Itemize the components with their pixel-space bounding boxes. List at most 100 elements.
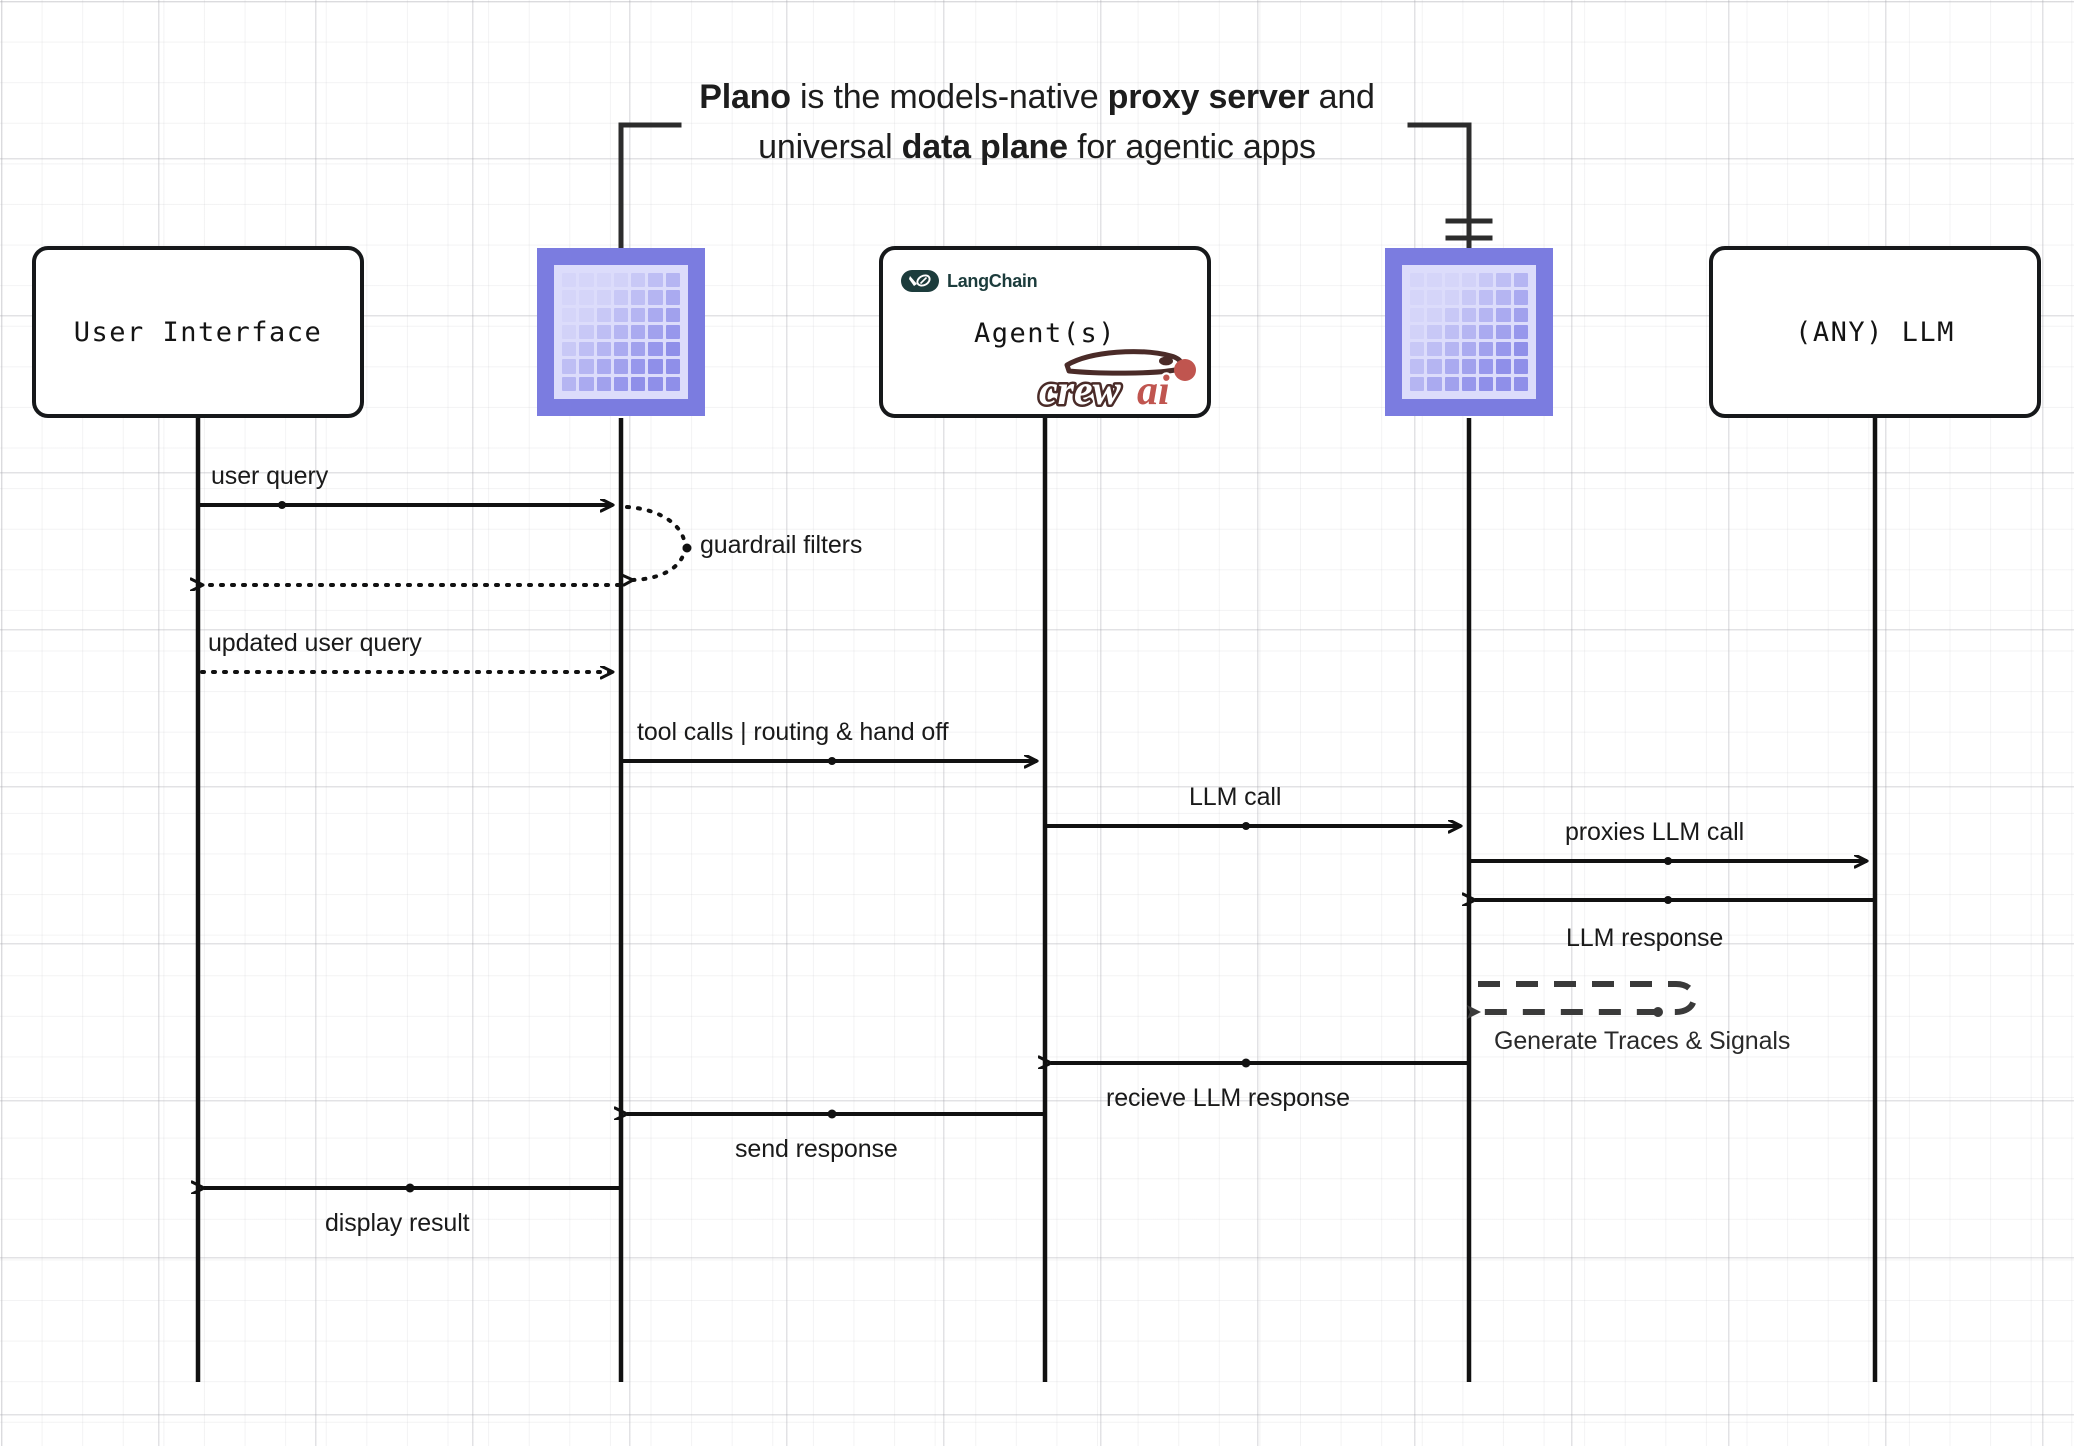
plano-glyph-cell (648, 273, 663, 288)
plano-glyph-cell (1427, 307, 1442, 322)
plano-glyph-cell (1444, 273, 1459, 288)
plano-glyph-cell (1496, 342, 1511, 357)
plano-glyph-cell (1513, 342, 1528, 357)
plano-glyph-cell (631, 273, 646, 288)
plano-glyph-cell (562, 376, 577, 391)
plano-glyph-cell (1427, 376, 1442, 391)
message-arrow-llm-call (1047, 822, 1461, 830)
plano-glyph-cell (648, 359, 663, 374)
plano-glyph-cell (613, 342, 629, 357)
plano-glyph-cell (562, 290, 577, 305)
langchain-parrot-icon (909, 274, 931, 287)
plano-glyph-cell (1410, 273, 1425, 288)
message-arrow-send-response (627, 1110, 1043, 1119)
plano-glyph-cell (1410, 359, 1425, 374)
plano-glyph-cell (1444, 324, 1459, 340)
plano-glyph-cell (1479, 342, 1494, 357)
message-label-generate-traces: Generate Traces & Signals (1494, 1027, 1791, 1055)
plano-glyph-cell (631, 359, 646, 374)
plano-glyph-cell (596, 359, 611, 374)
message-label-proxies-llm-call: proxies LLM call (1565, 818, 1745, 846)
plano-glyph-cell (648, 376, 663, 391)
message-label-user-query: user query (211, 462, 329, 490)
diagram-title: Plano is the models-native proxy server … (0, 72, 2074, 172)
plano-glyph-grid (1410, 273, 1528, 391)
plano-glyph-cell (631, 307, 646, 322)
plano-glyph-cell (579, 290, 594, 305)
plano-glyph-cell (613, 376, 629, 391)
plano-glyph-grid (562, 273, 680, 391)
plano-glyph-cell (1427, 342, 1442, 357)
plano-glyph-cell (1479, 273, 1494, 288)
plano-glyph-cell (1427, 290, 1442, 305)
participant-label-user-interface: User Interface (73, 316, 323, 348)
plano-glyph-cell (1496, 273, 1511, 288)
plano-glyph-cell (562, 324, 577, 340)
message-label-updated-user-query: updated user query (208, 629, 422, 657)
plano-glyph-cell (562, 307, 577, 322)
svg-text:ai: ai (1137, 368, 1170, 414)
plano-glyph-cell (613, 359, 629, 374)
plano-glyph-cell (648, 290, 663, 305)
participant-user-interface[interactable]: User Interface (32, 246, 364, 418)
crewai-logo-icon: crew ai (1037, 349, 1196, 417)
message-arrow-llm-response (1475, 896, 1873, 904)
plano-glyph-cell (1513, 359, 1528, 374)
plano-glyph-cell (1410, 290, 1425, 305)
plano-glyph-cell (579, 342, 594, 357)
plano-glyph-cell (1427, 273, 1442, 288)
plano-glyph-cell (1461, 273, 1477, 288)
generate-traces-midpoint-dot (1653, 1007, 1663, 1017)
plano-glyph-cell (579, 273, 594, 288)
plano-glyph-cell (1461, 342, 1477, 357)
plano-glyph-cell (1444, 376, 1459, 391)
plano-glyph-cell (665, 290, 680, 305)
plano-glyph-cell (631, 376, 646, 391)
plano-glyph-cell (596, 307, 611, 322)
plano-glyph-cell (1496, 324, 1511, 340)
plano-glyph-cell (579, 324, 594, 340)
plano-glyph-cell (1479, 307, 1494, 322)
message-arrow-proxies-llm-call (1471, 857, 1867, 865)
message-label-display-result: display result (325, 1209, 470, 1237)
participant-plano-proxy-right[interactable] (1385, 248, 1553, 416)
plano-glyph-cell (1496, 290, 1511, 305)
plano-glyph-cell (579, 376, 594, 391)
langchain-badge: LangChain (901, 270, 1038, 292)
plano-glyph-cell (596, 342, 611, 357)
title-line-2: universal data plane for agentic apps (758, 128, 1316, 166)
plano-glyph-cell (579, 307, 594, 322)
participant-any-llm[interactable]: (ANY) LLM (1709, 246, 2041, 418)
title-line-1: Plano is the models-native proxy server … (699, 78, 1375, 116)
plano-glyph-cell (1496, 359, 1511, 374)
plano-glyph-cell (665, 324, 680, 340)
plano-glyph-cell (648, 342, 663, 357)
plano-glyph-cell (1461, 290, 1477, 305)
plano-glyph-cell (1513, 290, 1528, 305)
plano-glyph-cell (562, 359, 577, 374)
message-label-tool-calls: tool calls | routing & hand off (637, 718, 949, 746)
plano-glyph-cell (562, 273, 577, 288)
plano-glyph-cell (1479, 324, 1494, 340)
participant-label-any-llm: (ANY) LLM (1795, 316, 1955, 348)
message-arrow-generate-traces (1467, 981, 1697, 1019)
plano-glyph-cell (648, 307, 663, 322)
message-arrow-display-result (204, 1184, 619, 1193)
plano-glyph-cell (1461, 307, 1477, 322)
svg-text:crew: crew (1039, 368, 1122, 414)
plano-glyph-cell (562, 342, 577, 357)
message-label-recieve-llm-response: recieve LLM response (1106, 1084, 1350, 1112)
plano-glyph-cell (648, 324, 663, 340)
plano-glyph-cell (665, 359, 680, 374)
plano-glyph-cell (613, 273, 629, 288)
plano-glyph-cell (665, 342, 680, 357)
participant-label-agents: Agent(s) (973, 318, 1117, 349)
plano-glyph-cell (1461, 359, 1477, 374)
message-arrow-tool-calls (623, 757, 1037, 765)
participant-plano-proxy-left[interactable] (537, 248, 705, 416)
message-label-guardrail-filters: guardrail filters (700, 531, 863, 559)
plano-glyph-cell (596, 290, 611, 305)
plano-glyph-cell (1496, 376, 1511, 391)
participant-agents[interactable]: LangChain Agent(s) crew ai (879, 246, 1211, 418)
